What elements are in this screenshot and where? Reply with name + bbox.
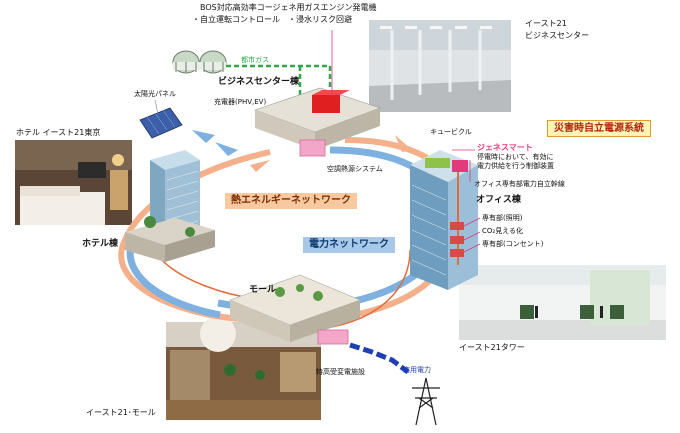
charger-label: 充電器(PHV,EV) (214, 98, 267, 106)
commercial-power-line (349, 342, 410, 374)
business-center-bldg-label: ビジネスセンター棟 (218, 77, 300, 87)
office-tower (410, 150, 478, 290)
exclusive-outlet-label: 専有部(コンセント) (482, 240, 544, 248)
flow-arrows (192, 130, 412, 172)
solar-panel-label: 太陽光パネル (134, 90, 176, 98)
hotel-bldg-label: ホテル棟 (82, 239, 119, 249)
hvac-system-label: 空調熱源システム (327, 165, 383, 173)
power-network-label: 電力ネットワーク (303, 237, 395, 253)
business-center-building (254, 87, 381, 157)
engine-features: ・自立運転コントロール ・浸水リスク回避 (192, 15, 352, 24)
city-gas-label: 都市ガス (241, 56, 269, 64)
disaster-power-system-label: 災害時自立電源系統 (547, 120, 651, 137)
co2-visual-label: CO₂見える化 (482, 227, 523, 235)
heat-network-label: 熱エネルギーネットワーク (225, 193, 357, 209)
mall-building (229, 274, 361, 345)
special-substation-label: 特高受変電施設 (316, 368, 365, 376)
solar-leader (154, 99, 159, 115)
genesmart-desc: 停電時において、有効に 電力供給を行う制御装置 (477, 153, 554, 170)
mall-label: モール (249, 285, 277, 295)
commercial-power-label: 商用電力 (403, 366, 431, 374)
cubicle-label: キュービクル (430, 128, 472, 136)
hotel-building (125, 150, 215, 262)
engine-title: BOS対応高効率コージェネ用ガスエンジン発電機 (200, 3, 377, 12)
leader-lines (331, 30, 481, 253)
solar-panel (139, 107, 183, 139)
exclusive-lighting-label: 専有部(照明) (482, 214, 523, 222)
tower-lobby-photo (459, 265, 666, 340)
transmission-tower (412, 377, 440, 426)
east21-tower-label: イースト21タワー (459, 343, 525, 352)
genesmart-label: ジェネスマート (477, 143, 533, 152)
business-center-photo (369, 20, 511, 112)
gas-tanks (172, 50, 227, 74)
office-trunk-label: オフィス専有部電力自立幹線 (474, 180, 565, 188)
hotel-room-photo (15, 140, 132, 225)
business-center-photo-label: イースト21 ビジネスセンター (525, 19, 589, 40)
east21-mall-label: イースト21･モール (86, 408, 156, 417)
hotel-east21-label: ホテル イースト21東京 (16, 128, 101, 137)
office-bldg-label: オフィス棟 (476, 195, 521, 205)
